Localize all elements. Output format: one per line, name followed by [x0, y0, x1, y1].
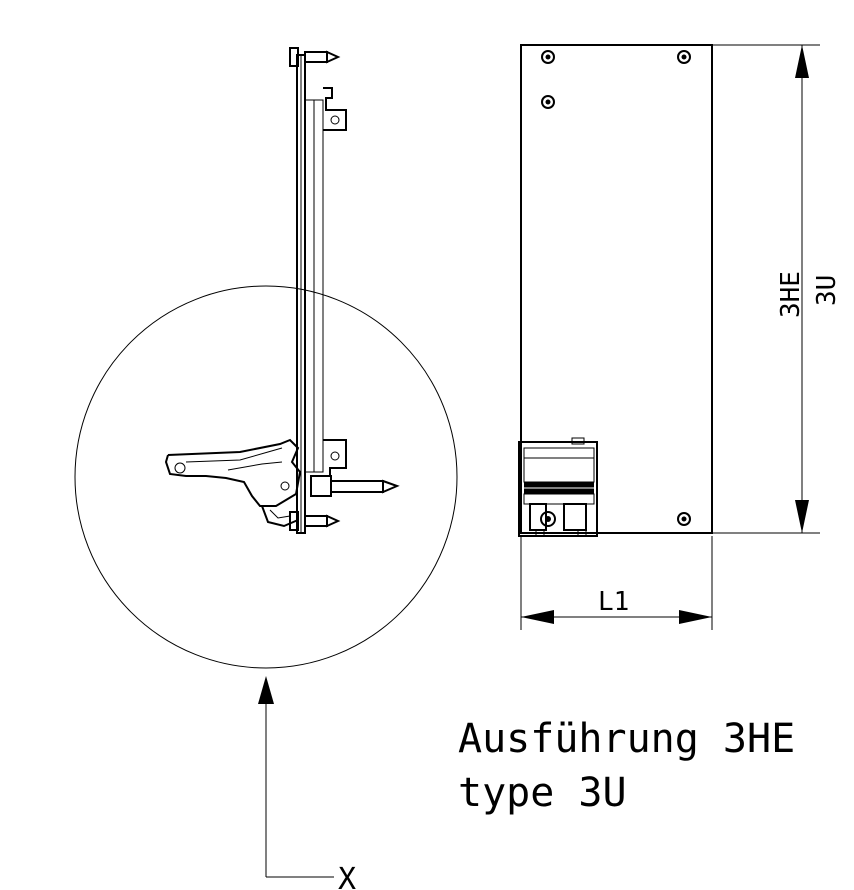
height-dimension: [712, 44, 820, 534]
screw-icon: [677, 50, 691, 64]
detail-marker-label: X: [338, 862, 356, 890]
screw-icon: [541, 95, 555, 109]
front-panel: [520, 44, 713, 534]
width-dimension: [520, 536, 713, 630]
height-label-en: 3U: [812, 275, 842, 306]
width-label: L1: [598, 587, 629, 617]
detail-leader: [258, 676, 334, 878]
side-view-card: [289, 47, 400, 534]
caption-de: Ausführung 3HE: [458, 716, 795, 762]
ejector-lever: [164, 438, 302, 528]
height-label-de: 3HE: [776, 271, 806, 318]
screw-icon: [541, 50, 555, 64]
front-handle: [518, 437, 598, 537]
screw-icon: [540, 511, 556, 527]
screw-icon: [677, 512, 691, 526]
detail-circle: [74, 285, 458, 669]
caption-en: type 3U: [458, 770, 627, 816]
